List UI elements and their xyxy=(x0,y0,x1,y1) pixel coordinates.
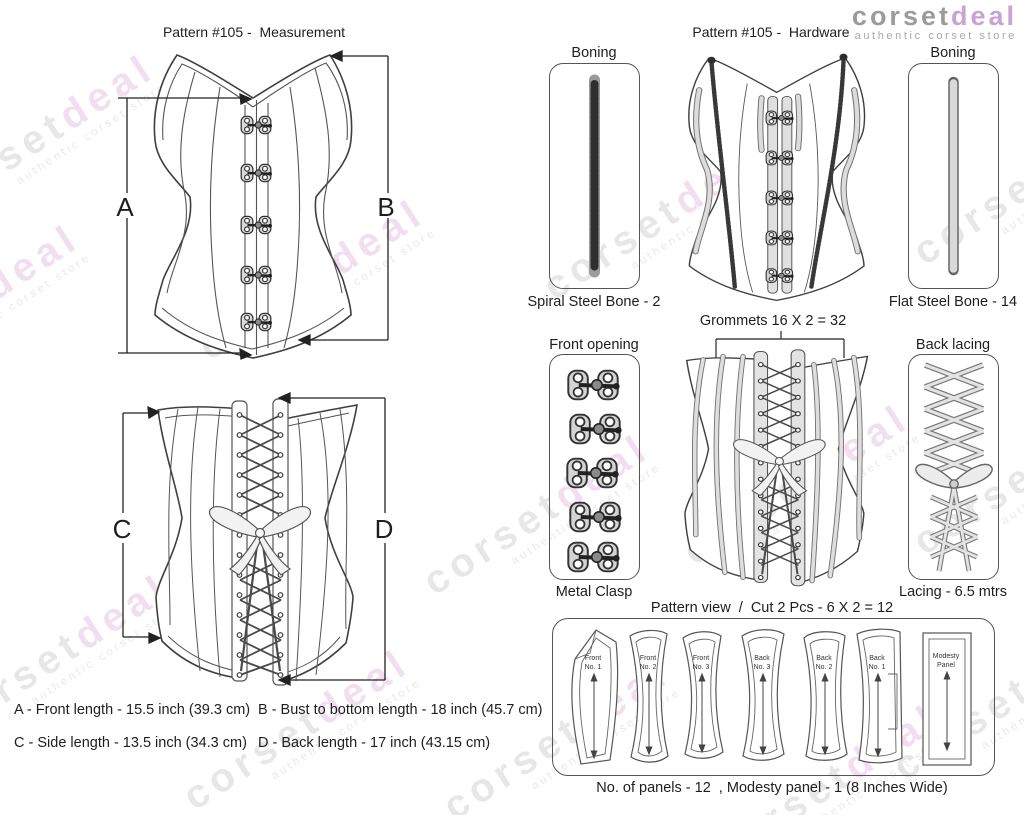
corset-front-measurement-drawing xyxy=(118,49,389,360)
lacing-drawing xyxy=(915,362,993,572)
hardware-title: Pattern #105 - Hardware xyxy=(692,24,850,40)
brand-logo-deal: deal xyxy=(950,1,1017,31)
dimension-lines-ab xyxy=(118,49,389,360)
boning-left-label: Boning xyxy=(571,45,617,61)
back-lacing-box xyxy=(908,354,999,580)
dim-label-d: D xyxy=(374,514,394,544)
back-lacing-laces xyxy=(239,414,282,676)
pattern-view-box xyxy=(552,618,995,776)
dim-label-c: C xyxy=(112,514,132,544)
corset-hardware-front-drawing xyxy=(688,53,866,302)
lacing-caption: Lacing - 6.5 mtrs xyxy=(899,584,1007,600)
grommets-caption: Grommets 16 X 2 = 32 xyxy=(699,313,847,329)
metal-clasp-caption: Metal Clasp xyxy=(555,584,633,600)
panels-note: No. of panels - 12 , Modesty panel - 1 (… xyxy=(596,780,948,796)
flat-steel-bone-drawing xyxy=(948,76,959,276)
dim-label-b: B xyxy=(377,192,395,222)
metal-clasp-drawing xyxy=(565,368,624,574)
spiral-bone-box xyxy=(549,63,640,289)
note-side-length: C - Side length - 13.5 inch (34.3 cm) xyxy=(14,735,247,751)
note-front-length: A - Front length - 15.5 inch (39.3 cm) xyxy=(14,702,251,718)
corset-hardware-back-drawing xyxy=(684,349,869,587)
piece-label-back-2: Back No. 2 xyxy=(815,655,833,672)
piece-label-front-1: Front No. 1 xyxy=(584,655,602,672)
piece-label-modesty-panel: Modesty Panel xyxy=(932,653,960,670)
pattern-view-title: Pattern view / Cut 2 Pcs - 6 X 2 = 12 xyxy=(650,600,894,616)
note-bust-to-bottom-length: B - Bust to bottom length - 18 inch (45.… xyxy=(258,702,543,718)
spiral-steel-bone-drawing xyxy=(589,74,600,278)
dim-label-a: A xyxy=(116,192,134,222)
corset-back-measurement-drawing xyxy=(122,391,386,687)
front-opening-label: Front opening xyxy=(549,337,639,353)
note-back-length: D - Back length - 17 inch (43.15 cm) xyxy=(258,735,491,751)
front-opening-box xyxy=(549,354,640,580)
boning-right-label: Boning xyxy=(930,45,976,61)
back-lacing-label: Back lacing xyxy=(915,337,991,353)
lacing-bow xyxy=(209,506,311,576)
piece-label-back-3: Back No. 3 xyxy=(753,655,771,672)
piece-label-front-3: Front No. 3 xyxy=(692,655,710,672)
pattern-pieces-drawing xyxy=(571,628,972,766)
flat-bone-caption: Flat Steel Bone - 14 xyxy=(888,294,1018,310)
flat-bone-box xyxy=(908,63,999,289)
spiral-bone-caption: Spiral Steel Bone - 2 xyxy=(527,294,661,310)
measurement-title: Pattern #105 - Measurement xyxy=(162,24,346,40)
brand-logo-tagline: authentic corset store xyxy=(854,29,1017,42)
brand-logo-corset: corset xyxy=(851,1,951,31)
piece-label-back-1: Back No. 1 xyxy=(868,655,886,672)
brand-logo: corsetdeal authentic corset store xyxy=(851,1,1017,42)
grommets-pointer-bracket xyxy=(715,331,845,358)
dimension-lines-cd xyxy=(122,391,386,687)
piece-label-front-2: Front No. 2 xyxy=(639,655,657,672)
